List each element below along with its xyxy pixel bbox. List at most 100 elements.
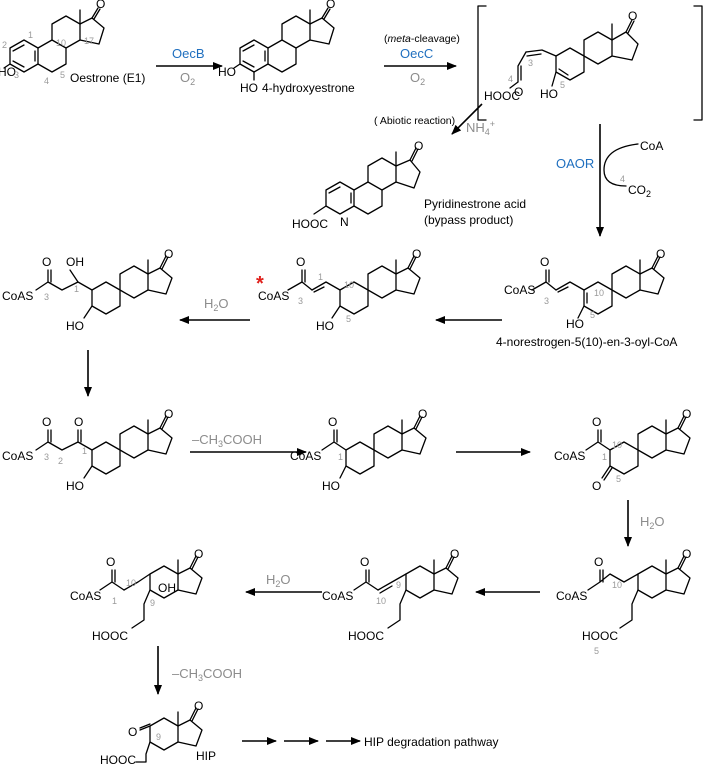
enoyl-seco-coa-c9: 9 [396, 580, 401, 590]
acetate-cofactor-a: –CH3COOH [192, 432, 262, 449]
hydroxy-seco-coa-c9: 9 [150, 598, 155, 608]
enoyl-seco-coa-o: O [450, 547, 459, 561]
abiotic-arrow [451, 103, 483, 135]
pyridinestrone-hooc: HOOC [292, 217, 328, 231]
pyridinestrone-o: O [414, 139, 423, 153]
pyridinestrone-label: Pyridinestrone acid [424, 197, 526, 211]
hip-keto-o: O [128, 725, 137, 739]
hydroxy-coa-ho: HO [66, 319, 84, 333]
diketo-coa-c3: 3 [44, 452, 49, 462]
intermediate-c4: 4 [508, 74, 513, 84]
diketo-coa-keto-o3: O [42, 415, 51, 429]
diketo-coa-keto-o1: O [74, 415, 83, 429]
hydroxyestrone-o: O [326, 0, 335, 11]
co2-cofactor: CO2 [628, 183, 651, 199]
seco-acid-coa-structure [587, 555, 691, 629]
intermediate-ho: HO [540, 87, 558, 101]
hydroxy-acyl-coa-c1: 1 [338, 452, 343, 462]
norestrogen-label: 4-norestrogen-5(10)-en-3-oyl-CoA [496, 335, 677, 349]
oestrone-c17: 17 [84, 36, 94, 46]
norestrogen-coa-structure [531, 255, 665, 319]
diketo-coa-c2: 2 [58, 456, 63, 466]
hydrated-ho: HO [316, 319, 334, 333]
enoyl-seco-coa-c10: 10 [376, 596, 386, 606]
h2o-cofactor-b: H2O [640, 514, 665, 531]
enoyl-seco-coa-structure [353, 555, 459, 629]
degradation-label: HIP degradation pathway [364, 735, 499, 749]
hydrated-c10: 10 [344, 280, 354, 290]
hydroxy-seco-coa-oh: OH [158, 581, 176, 595]
hip-o: O [194, 699, 203, 713]
hydroxy-coa-coas: CoAS [2, 289, 33, 303]
hydroxy-acyl-coa-coas: CoAS [290, 449, 321, 463]
hydrated-c1: 1 [318, 272, 323, 282]
oestrone-c4: 4 [44, 76, 49, 86]
oestrone-c1: 1 [28, 30, 33, 40]
keto-acyl-coa-o: O [682, 407, 691, 421]
oestrone-structure [3, 7, 105, 73]
hydroxy-coa-c1: 1 [74, 284, 79, 294]
keto-acyl-coa-c1: 1 [602, 452, 607, 462]
hydroxy-seco-coa-c10: 10 [126, 578, 136, 588]
hydrated-coas: CoAS [258, 289, 289, 303]
norestrogen-c10: 10 [594, 288, 604, 298]
hydrated-coa-structure [287, 255, 421, 319]
cleavage-intermediate-structure [477, 5, 703, 121]
keto-acyl-coa-keto-o1: O [592, 415, 601, 429]
hydroxyestrone-ho-4: HO [240, 81, 258, 95]
seco-acid-coa-coas: CoAS [556, 589, 587, 603]
oestrone-c10: 10 [56, 38, 66, 48]
coa-cofactor: CoA [640, 139, 663, 153]
co2-atom-number: 4 [620, 174, 625, 184]
seco-acid-coa-c10: 10 [612, 580, 622, 590]
hydroxy-seco-coa-keto-o: O [106, 555, 115, 569]
hydroxy-coa-o: O [164, 247, 173, 261]
hydroxy-acyl-coa-structure [321, 415, 427, 479]
hydroxy-coa-oh: OH [66, 255, 84, 269]
norestrogen-c5: 5 [590, 310, 595, 320]
seco-acid-coa-keto-o: O [594, 555, 603, 569]
h2o-cofactor-c: H2O [266, 572, 291, 589]
hydrated-o: O [412, 247, 421, 261]
hydroxy-seco-coa-structure [99, 555, 203, 629]
oecc-o2: O2 [410, 70, 425, 87]
hydrated-c5: 5 [346, 314, 351, 324]
hydroxyestrone-label: 4-hydroxyestrone [262, 81, 355, 95]
intermediate-c3: 3 [528, 58, 533, 68]
oestrone-c5: 5 [60, 70, 65, 80]
intermediate-keto-o: O [514, 85, 523, 99]
hydrated-keto-o: O [296, 255, 305, 269]
norestrogen-c3: 3 [544, 296, 549, 306]
acetate-cofactor-b: –CH3COOH [172, 666, 242, 683]
oestrone-ho: HO [0, 65, 16, 79]
diketo-coa-coas: CoAS [2, 449, 33, 463]
hip-structure [135, 707, 203, 763]
oestrone-c3: 3 [14, 70, 19, 80]
diketo-coa-c1: 1 [82, 446, 87, 456]
hip-c9: 9 [156, 732, 161, 742]
h2o-cofactor-a: H2O [204, 296, 229, 313]
pyridinestrone-n: N [340, 215, 349, 229]
hydroxy-acyl-coa-keto-o: O [328, 415, 337, 429]
diketo-coa-structure [35, 415, 173, 479]
norestrogen-coas: CoAS [504, 283, 535, 297]
seco-acid-coa-hooc: HOOC [582, 629, 618, 643]
oecc-enzyme-label: OecC [400, 46, 433, 61]
hydroxy-acyl-coa-o: O [418, 407, 427, 421]
diketo-coa-o: O [164, 407, 173, 421]
seco-acid-coa-c5: 5 [594, 646, 599, 656]
bypass-label: (bypass product) [424, 213, 513, 227]
hydroxy-acyl-coa-ho: HO [322, 479, 340, 493]
hydroxy-seco-coa-hooc: HOOC [92, 629, 128, 643]
oecb-enzyme-label: OecB [172, 46, 205, 61]
enoyl-seco-coa-hooc: HOOC [348, 629, 384, 643]
hydroxy-seco-coa-coas: CoAS [70, 589, 101, 603]
hydroxy-seco-coa-c1: 1 [112, 596, 117, 606]
keto-acyl-coa-structure [585, 415, 691, 481]
hip-label: HIP [196, 749, 216, 763]
norestrogen-keto-o: O [540, 255, 549, 269]
diketo-coa-ho: HO [66, 479, 84, 493]
hydrated-c3: 3 [298, 296, 303, 306]
coa-curve [603, 143, 639, 187]
